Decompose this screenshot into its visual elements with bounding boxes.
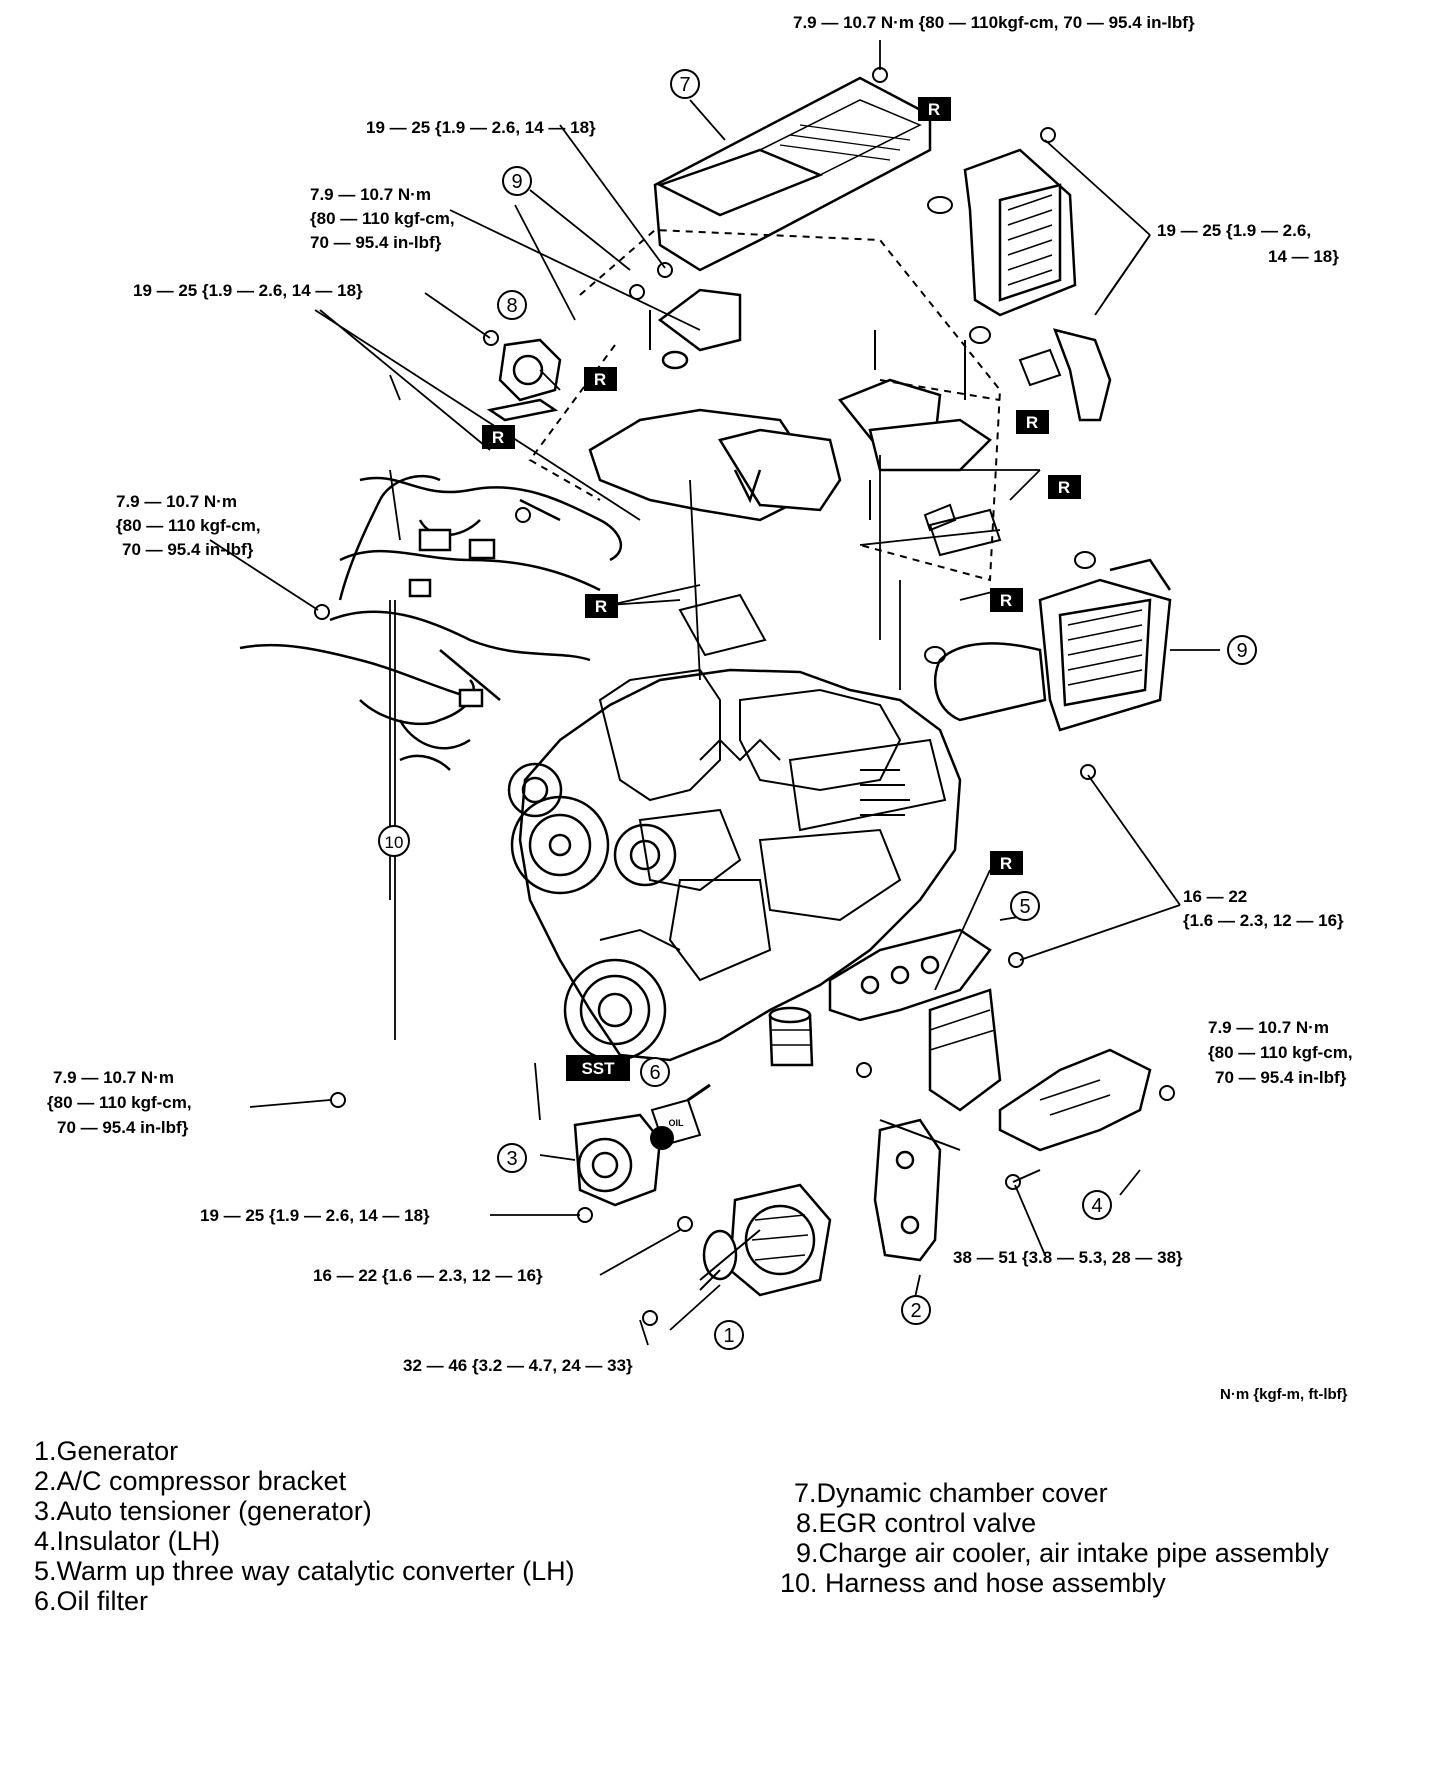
torque-right-upper-2: 14 — 18} [1268, 247, 1339, 266]
replace-mark: R [1048, 475, 1081, 499]
replace-mark: R [990, 851, 1023, 875]
torque-lower-left-3: 70 — 95.4 in-lbf} [57, 1118, 189, 1137]
generator [702, 1183, 832, 1297]
dynamic-chamber-cover [653, 76, 932, 272]
svg-text:R: R [594, 370, 606, 389]
svg-text:R: R [1026, 413, 1038, 432]
replace-mark: R [918, 97, 951, 121]
svg-text:7: 7 [679, 74, 690, 96]
legend-item-2: 2.A/C compressor bracket [34, 1466, 347, 1496]
unit-note: N·m {kgf-m, ft-lbf} [1220, 1386, 1348, 1403]
replace-mark: R [990, 588, 1023, 612]
torque-harness-2: {80 — 110 kgf-cm, [116, 516, 261, 535]
svg-text:8: 8 [506, 295, 517, 317]
svg-text:3: 3 [506, 1148, 517, 1170]
callout-2: 2 [901, 1295, 931, 1325]
charge-air-cooler-upper [963, 148, 1112, 422]
torque-cover-nut: 7.9 — 10.7 N·m {80 — 110kgf-cm, 70 — 95.… [793, 13, 1195, 32]
svg-text:OIL: OIL [669, 1118, 685, 1128]
torque-egr-bolt: 19 — 25 {1.9 — 2.6, 14 — 18} [133, 281, 363, 300]
insulator [998, 1048, 1152, 1152]
replace-mark: R [585, 594, 618, 618]
callout-10: 10 [378, 825, 410, 857]
oil-filter [768, 1006, 814, 1067]
egr-control-valve [486, 338, 562, 422]
svg-text:10: 10 [385, 833, 404, 852]
torque-harness-1: 7.9 — 10.7 N·m [116, 492, 237, 511]
gaskets [678, 196, 1096, 664]
svg-text:4: 4 [1091, 1195, 1102, 1217]
callout-6: 6 [640, 1057, 670, 1087]
torque-lower-left-1: 7.9 — 10.7 N·m [53, 1068, 174, 1087]
replace-mark: R [482, 425, 515, 449]
svg-text:2: 2 [910, 1300, 921, 1322]
legend-item-10: 10. Harness and hose assembly [780, 1568, 1166, 1598]
leader-lines [209, 40, 1220, 1346]
ac-compressor-bracket [873, 1118, 942, 1262]
torque-upper-left-1: 7.9 — 10.7 N·m [310, 185, 431, 204]
exploded-engine-diagram: 7.9 — 10.7 N·m {80 — 110kgf-cm, 70 — 95.… [47, 13, 1353, 1403]
callout-8: 8 [497, 290, 527, 320]
intake-manifold [588, 288, 992, 522]
callout-5: 5 [1010, 891, 1040, 921]
torque-insulator-1: 7.9 — 10.7 N·m [1208, 1018, 1329, 1037]
torque-exhaust-2: {1.6 — 2.3, 12 — 16} [1183, 911, 1344, 930]
svg-text:1: 1 [723, 1325, 734, 1347]
torque-upper-left-3: 70 — 95.4 in-lbf} [310, 233, 442, 252]
callout-9-lower: 9 [1227, 635, 1257, 665]
torque-generator-lower-bolt: 32 — 46 {3.2 — 4.7, 24 — 33} [403, 1356, 633, 1375]
svg-text:R: R [1000, 591, 1012, 610]
torque-generator-upper-bolt: 16 — 22 {1.6 — 2.3, 12 — 16} [313, 1266, 543, 1285]
legend-item-1: 1.Generator [34, 1436, 179, 1466]
svg-text:R: R [1000, 854, 1012, 873]
svg-text:6: 6 [649, 1062, 660, 1084]
svg-text:SST: SST [581, 1059, 615, 1078]
fasteners [314, 67, 1175, 1326]
torque-labels: 7.9 — 10.7 N·m {80 — 110kgf-cm, 70 — 95.… [47, 13, 1353, 1403]
wiring-harness [239, 474, 622, 771]
replace-mark: R [584, 367, 617, 391]
torque-exhaust-1: 16 — 22 [1183, 887, 1247, 906]
callout-9-upper: 9 [502, 166, 532, 196]
svg-text:9: 9 [1236, 640, 1247, 662]
parts-legend: 1.Generator 2.A/C compressor bracket 3.A… [34, 1436, 1414, 1736]
torque-harness-3: 70 — 95.4 in-lbf} [122, 540, 254, 559]
legend-item-4: 4.Insulator (LH) [34, 1526, 221, 1556]
callout-1: 1 [714, 1320, 744, 1350]
torque-insulator-3: 70 — 95.4 in-lbf} [1215, 1068, 1347, 1087]
torque-right-upper-1: 19 — 25 {1.9 — 2.6, [1157, 221, 1311, 240]
torque-insulator-2: {80 — 110 kgf-cm, [1208, 1043, 1353, 1062]
legend-item-3: 3.Auto tensioner (generator) [34, 1496, 372, 1526]
oil-can-icon: OIL [650, 1083, 711, 1150]
torque-upper-left-2: {80 — 110 kgf-cm, [310, 209, 455, 228]
svg-text:9: 9 [511, 171, 522, 193]
legend-item-5: 5.Warm up three way catalytic converter … [34, 1556, 575, 1586]
catalytic-converter [828, 928, 1002, 1112]
replace-marks: R R R R R R R R [482, 97, 1081, 875]
sst-mark: SST [566, 1055, 630, 1081]
torque-tensioner-bolt: 19 — 25 {1.9 — 2.6, 14 — 18} [200, 1206, 430, 1225]
svg-text:R: R [1058, 478, 1070, 497]
legend-item-7: 7.Dynamic chamber cover [794, 1478, 1108, 1508]
dashed-group-lines [528, 228, 1002, 582]
torque-bolt-top: 19 — 25 {1.9 — 2.6, 14 — 18} [366, 118, 596, 137]
callout-7: 7 [670, 69, 700, 99]
callout-numbers: 1 2 3 4 5 6 7 8 9 9 10 [378, 69, 1257, 1350]
torque-lower-left-2: {80 — 110 kgf-cm, [47, 1093, 192, 1112]
callout-4: 4 [1082, 1190, 1112, 1220]
svg-text:5: 5 [1019, 896, 1030, 918]
callout-3: 3 [497, 1143, 527, 1173]
svg-text:R: R [595, 597, 607, 616]
torque-bracket-bolt: 38 — 51 {3.8 — 5.3, 28 — 38} [953, 1248, 1183, 1267]
svg-text:R: R [928, 100, 940, 119]
replace-mark: R [1016, 410, 1049, 434]
charge-air-cooler-lower [933, 558, 1172, 732]
legend-item-9: 9.Charge air cooler, air intake pipe ass… [796, 1538, 1329, 1568]
legend-item-8: 8.EGR control valve [796, 1508, 1037, 1538]
svg-text:R: R [492, 428, 504, 447]
auto-tensioner [573, 1113, 662, 1207]
engine-block [507, 668, 962, 1062]
legend-item-6: 6.Oil filter [34, 1586, 149, 1616]
